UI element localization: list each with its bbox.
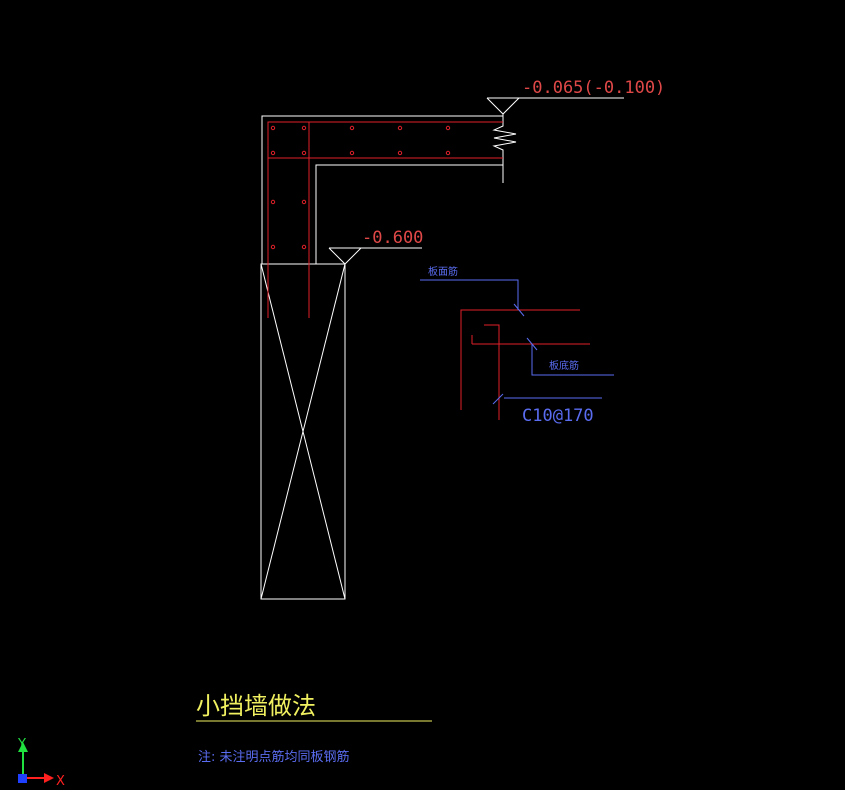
axis-x-label: X xyxy=(56,774,65,789)
rebar-reinforcement xyxy=(267,121,503,318)
slab-bottom-bar-label: 板底筋 xyxy=(549,359,579,372)
spacing-label: C10@170 xyxy=(522,406,594,426)
rebar-dots xyxy=(270,125,451,250)
axis-y-label: Y xyxy=(17,737,26,752)
slab-top-bar-label: 板面筋 xyxy=(428,265,458,278)
elevation-bottom-label: -0.600 xyxy=(362,228,423,248)
drawing-title: 小挡墙做法 xyxy=(196,692,316,720)
drawing-note: 注: 未注明点筋均同板钢筋 xyxy=(198,749,350,765)
elevation-marker-top: -0.065(-0.100) xyxy=(486,78,665,118)
rebar-detail-callout: 板面筋 板底筋 C10@170 xyxy=(420,265,614,426)
elevation-marker-bottom: -0.600 xyxy=(328,228,423,265)
wall-slab-outline xyxy=(260,115,517,600)
ucs-axis-icon: Y X xyxy=(17,737,65,789)
title-block: 小挡墙做法 注: 未注明点筋均同板钢筋 xyxy=(196,692,432,765)
elevation-top-label: -0.065(-0.100) xyxy=(522,78,665,98)
